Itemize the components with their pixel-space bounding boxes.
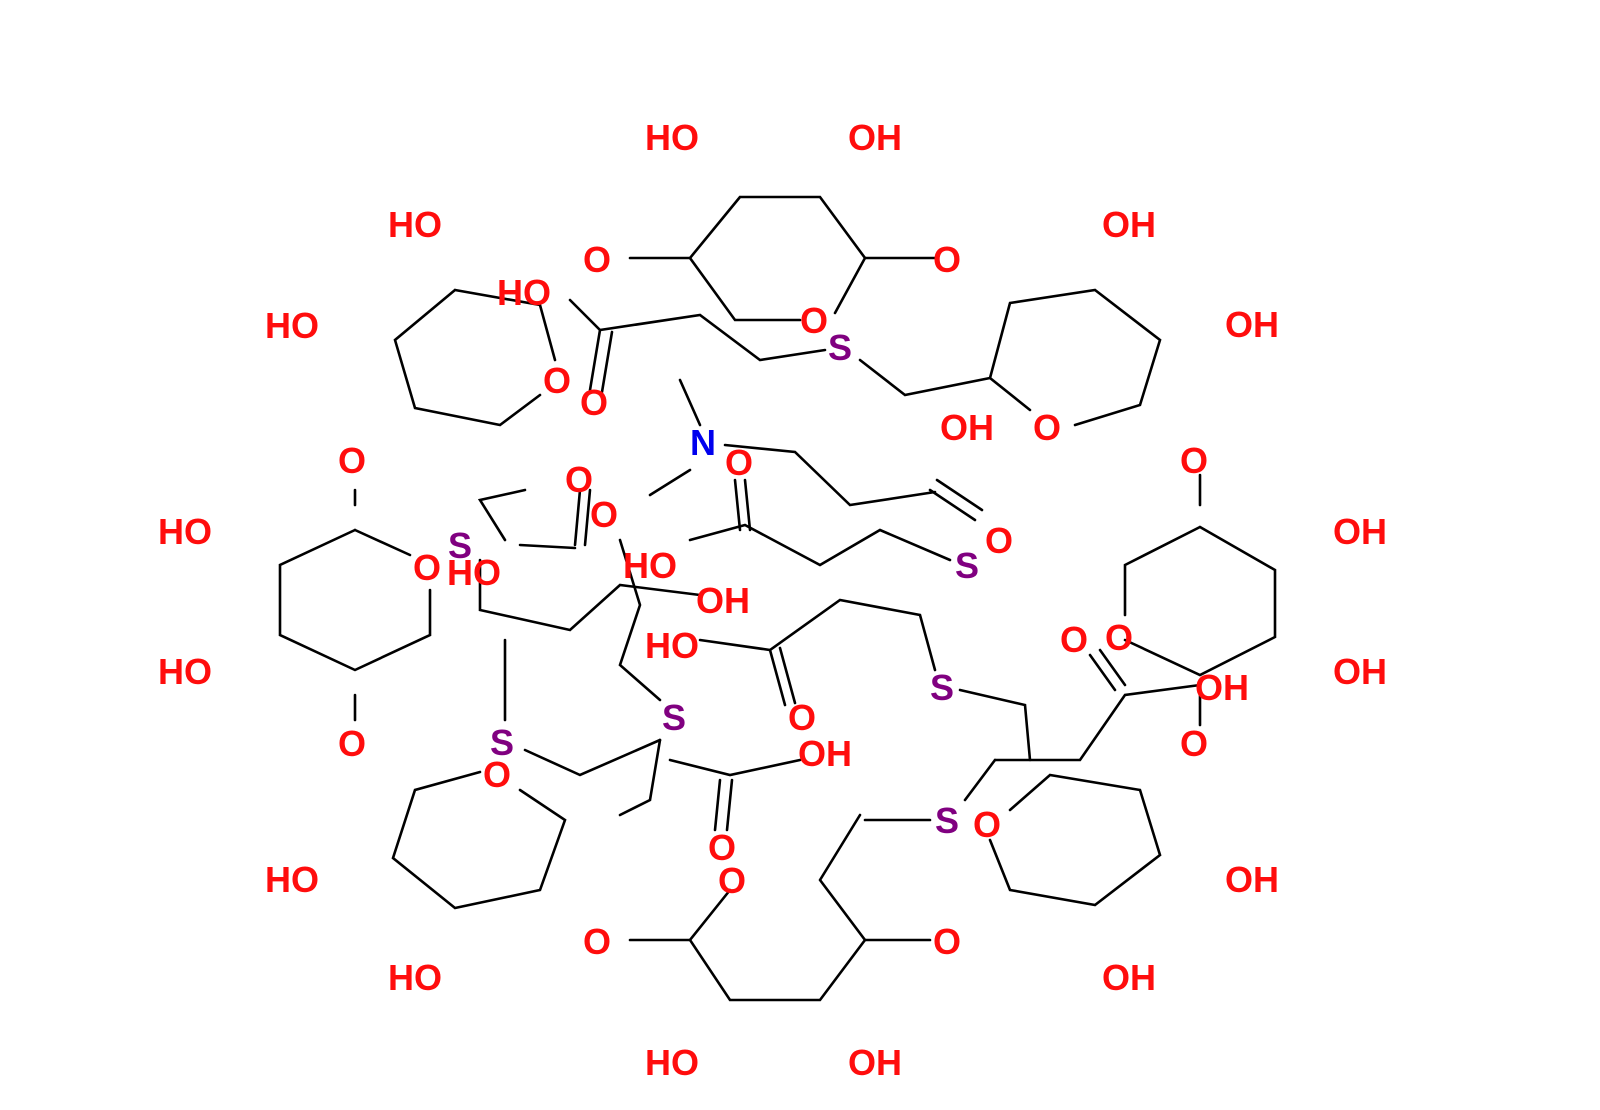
atom-label: OH (848, 117, 902, 158)
svg-text:HO: HO (265, 305, 319, 346)
svg-text:O: O (985, 520, 1013, 561)
svg-text:O: O (708, 827, 736, 868)
svg-text:O: O (543, 360, 571, 401)
svg-text:O: O (590, 494, 618, 535)
atom-label: HO (645, 117, 699, 158)
svg-text:S: S (448, 525, 472, 566)
svg-text:O: O (583, 921, 611, 962)
svg-text:S: S (662, 697, 686, 738)
svg-text:OH: OH (1225, 304, 1279, 345)
svg-text:HO: HO (158, 651, 212, 692)
svg-text:HO: HO (388, 957, 442, 998)
svg-text:O: O (718, 860, 746, 901)
svg-text:O: O (338, 440, 366, 481)
svg-text:HO: HO (158, 511, 212, 552)
svg-text:N: N (690, 422, 716, 463)
svg-text:HO: HO (265, 859, 319, 900)
svg-text:S: S (930, 667, 954, 708)
svg-text:OH: OH (1333, 651, 1387, 692)
svg-text:O: O (338, 723, 366, 764)
svg-text:O: O (725, 442, 753, 483)
svg-text:S: S (935, 800, 959, 841)
svg-text:HO: HO (447, 552, 501, 593)
svg-text:OH: OH (1225, 859, 1279, 900)
svg-text:OH: OH (1102, 957, 1156, 998)
svg-text:HO: HO (623, 545, 677, 586)
atom-label: HO (388, 204, 442, 245)
svg-text:S: S (828, 327, 852, 368)
svg-text:O: O (933, 921, 961, 962)
svg-text:OH: OH (940, 407, 994, 448)
svg-text:O: O (1105, 617, 1133, 658)
svg-text:O: O (973, 804, 1001, 845)
svg-text:OH: OH (696, 580, 750, 621)
svg-text:O: O (1180, 440, 1208, 481)
svg-text:O: O (1060, 619, 1088, 660)
svg-text:O: O (1180, 723, 1208, 764)
svg-text:OH: OH (798, 733, 852, 774)
svg-text:O: O (580, 382, 608, 423)
svg-text:S: S (490, 722, 514, 763)
svg-text:O: O (565, 459, 593, 500)
svg-text:O: O (933, 239, 961, 280)
svg-text:OH: OH (848, 1042, 902, 1083)
atom-labels: HO OH HO OH O O HO HO O S OH O O OH O N … (158, 117, 1387, 1083)
svg-text:OH: OH (1333, 511, 1387, 552)
svg-text:HO: HO (645, 625, 699, 666)
svg-text:O: O (788, 697, 816, 738)
svg-text:O: O (800, 300, 828, 341)
bonds (278, 195, 1277, 1002)
svg-text:HO: HO (645, 1042, 699, 1083)
svg-text:O: O (583, 239, 611, 280)
svg-text:O: O (483, 754, 511, 795)
svg-text:HO: HO (497, 272, 551, 313)
svg-text:O: O (1033, 407, 1061, 448)
svg-text:O: O (413, 547, 441, 588)
svg-text:S: S (955, 545, 979, 586)
svg-text:OH: OH (1195, 667, 1249, 708)
atom-label: OH (1102, 204, 1156, 245)
